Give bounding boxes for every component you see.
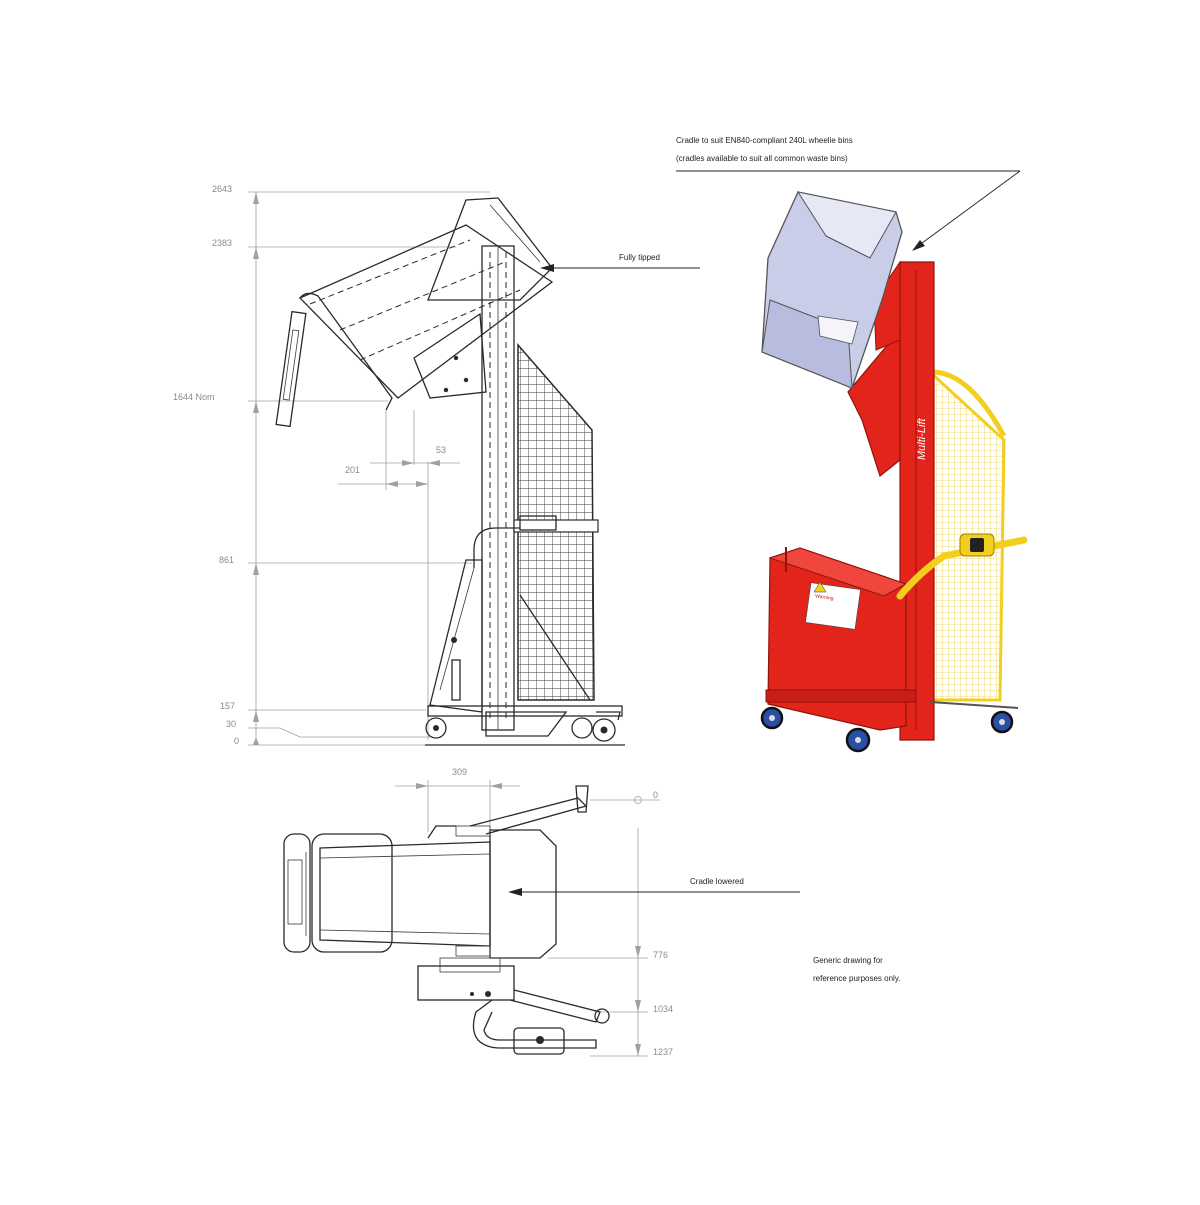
tipped-cradle-outline xyxy=(275,197,554,428)
warning-label-sticker xyxy=(805,582,861,630)
plan-view-drawing: 309 0 776 1034 1237 xyxy=(283,767,673,1057)
castor-wheels xyxy=(425,711,621,742)
cradle-note-line2: (cradles available to suit all common wa… xyxy=(676,154,848,163)
dim-label-201: 201 xyxy=(345,465,360,475)
dim-label-53: 53 xyxy=(436,445,446,455)
height-label-2383: 2383 xyxy=(212,238,232,248)
fully-tipped-label: Fully tipped xyxy=(619,253,660,262)
plan-dim-1034: 1034 xyxy=(653,1004,673,1014)
cradle-lowered-label: Cradle lowered xyxy=(690,877,744,886)
height-label-861: 861 xyxy=(219,555,234,565)
cradle-lowered-leader xyxy=(508,888,800,896)
red-mast xyxy=(899,261,935,741)
height-label-30: 30 xyxy=(226,719,236,729)
warning-label-text: Warning xyxy=(815,593,834,602)
height-label-157: 157 xyxy=(220,701,235,711)
multi-lift-decal: Multi-Lift xyxy=(916,417,928,460)
mast-column xyxy=(443,245,515,731)
fully-tipped-leader xyxy=(540,264,700,272)
colour-render-illustration: Multi-Lift Warning xyxy=(760,191,1028,753)
plan-dimensions xyxy=(395,780,660,1057)
plan-handle-top xyxy=(469,785,589,835)
chassis-base xyxy=(425,515,625,746)
plan-bin-body xyxy=(283,833,491,953)
height-label-0: 0 xyxy=(234,736,239,746)
height-dimension-chain xyxy=(248,191,490,746)
plan-dim-776: 776 xyxy=(653,950,668,960)
plan-dim-0: 0 xyxy=(653,790,658,800)
side-elevation-drawing: 2643 2383 1644 Nom 861 157 30 0 201 53 xyxy=(173,184,625,746)
blue-castor-wheels xyxy=(760,706,1014,753)
cradle-note-leader xyxy=(676,170,1021,251)
cradle-note-line1: Cradle to suit EN840-compliant 240L whee… xyxy=(676,136,853,145)
yellow-guard-arc xyxy=(929,369,1007,438)
yellow-handle xyxy=(896,536,1028,600)
plan-chassis xyxy=(417,957,610,1055)
height-label-1644-nom: 1644 Nom xyxy=(173,392,215,402)
plan-dim-309: 309 xyxy=(452,767,467,777)
disclaimer-line2: reference purposes only. xyxy=(813,974,900,983)
plan-dim-1237: 1237 xyxy=(653,1047,673,1057)
disclaimer-line1: Generic drawing for xyxy=(813,956,883,965)
reach-dimensions xyxy=(338,410,460,740)
height-label-2643: 2643 xyxy=(212,184,232,194)
